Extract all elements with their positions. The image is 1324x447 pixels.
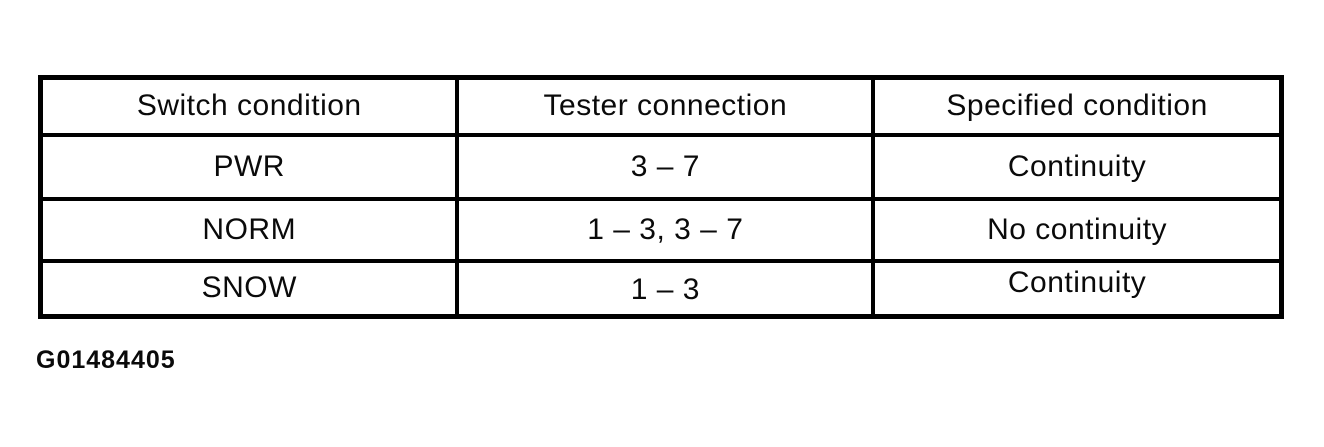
table-row-pwr: PWR 3 – 7 Continuity — [38, 132, 1284, 201]
specified-condition-cell: Continuity — [871, 132, 1284, 201]
continuity-test-table: Switch condition Tester connection Speci… — [38, 75, 1284, 319]
figure-id-label: G01484405 — [36, 346, 176, 374]
switch-condition-cell: SNOW — [38, 258, 460, 319]
column-header-tester-connection: Tester connection — [455, 75, 876, 137]
specified-condition-cell: No continuity — [871, 196, 1284, 263]
switch-condition-cell: NORM — [38, 196, 460, 263]
header-row: Switch condition Tester connection Speci… — [38, 75, 1284, 137]
column-header-specified-condition: Specified condition — [871, 75, 1284, 137]
specified-condition-cell: Continuity — [871, 258, 1284, 319]
table-row-snow: SNOW 1 – 3 Continuity — [38, 258, 1284, 319]
tester-connection-cell: 1 – 3 — [455, 258, 876, 319]
table-row-norm: NORM 1 – 3, 3 – 7 No continuity — [38, 196, 1284, 263]
tester-connection-cell: 3 – 7 — [455, 132, 876, 201]
tester-connection-cell: 1 – 3, 3 – 7 — [455, 196, 876, 263]
switch-condition-cell: PWR — [38, 132, 460, 201]
column-header-switch-condition: Switch condition — [38, 75, 460, 137]
